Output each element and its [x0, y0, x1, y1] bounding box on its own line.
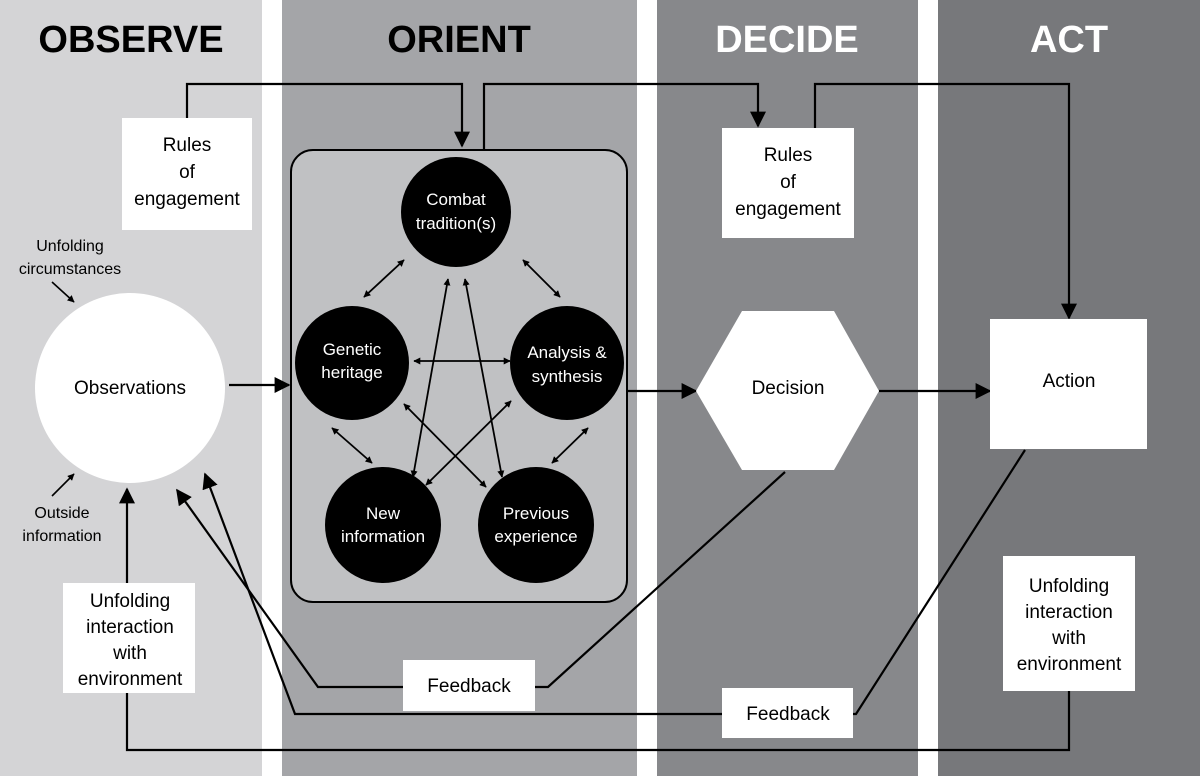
circumstances-arrow: [51, 281, 75, 303]
outside-info-arrow: [51, 473, 75, 497]
svg-text:experience: experience: [494, 527, 577, 546]
genetic-heritage-node: Genetic heritage: [295, 306, 409, 420]
observe-interaction-box: Unfolding interaction with environment: [63, 583, 195, 693]
svg-text:environment: environment: [78, 669, 183, 690]
analysis-previous-arrow: [551, 427, 589, 464]
act-header: ACT: [1030, 19, 1108, 61]
svg-text:Observations: Observations: [74, 378, 186, 399]
svg-text:Unfolding: Unfolding: [1029, 576, 1109, 597]
orient-feedback-box: Feedback: [403, 660, 535, 711]
svg-text:engagement: engagement: [134, 189, 240, 210]
svg-text:information: information: [22, 528, 101, 545]
interaction-loop-line: [125, 691, 1071, 752]
orient-to-decide-rules-arrow: [482, 82, 766, 150]
orient-header: ORIENT: [387, 19, 531, 61]
connectors: [51, 82, 1077, 752]
combat-tradition-node: Combat tradition(s): [401, 157, 511, 267]
action-node: Action: [990, 319, 1147, 449]
genetic-newinfo-arrow: [331, 427, 373, 464]
combat-analysis-arrow: [522, 259, 561, 298]
unfolding-circumstances-label: Unfolding circumstances: [19, 238, 121, 278]
rules-to-orient-arrow: [185, 82, 470, 148]
observe-header: OBSERVE: [38, 19, 223, 61]
svg-text:Genetic: Genetic: [323, 340, 382, 359]
decide-header: DECIDE: [715, 19, 859, 61]
svg-text:synthesis: synthesis: [532, 367, 603, 386]
svg-text:Rules: Rules: [163, 135, 212, 156]
svg-text:New: New: [366, 504, 401, 523]
svg-text:Feedback: Feedback: [427, 676, 511, 697]
observe-rules-box: Rules of engagement: [122, 118, 252, 230]
decision-node: Decision: [696, 311, 879, 470]
svg-text:tradition(s): tradition(s): [416, 214, 496, 233]
decision-feedback-arrow: [176, 488, 403, 689]
decision-feedback-line: [535, 471, 786, 689]
combat-genetic-arrow: [363, 259, 405, 298]
svg-text:Unfolding: Unfolding: [90, 591, 170, 612]
outside-information-label: Outside information: [22, 505, 101, 545]
svg-text:information: information: [341, 527, 425, 546]
svg-text:with: with: [1051, 628, 1086, 649]
analysis-newinfo-arrow: [425, 400, 512, 486]
svg-text:interaction: interaction: [1025, 602, 1113, 623]
svg-text:with: with: [112, 643, 147, 664]
svg-text:Outside: Outside: [34, 505, 89, 522]
svg-text:Feedback: Feedback: [746, 704, 830, 725]
act-interaction-box: Unfolding interaction with environment: [1003, 556, 1135, 691]
svg-text:interaction: interaction: [86, 617, 174, 638]
decide-rules-to-action-arrow: [813, 82, 1077, 320]
decide-rules-box: Rules of engagement: [722, 128, 854, 238]
svg-text:Rules: Rules: [764, 145, 813, 166]
observations-node: Observations: [35, 293, 225, 483]
action-feedback-arrow: [202, 472, 722, 716]
svg-text:Action: Action: [1043, 371, 1096, 392]
action-feedback-line: [853, 449, 1026, 716]
new-information-node: New information: [325, 467, 441, 583]
svg-text:engagement: engagement: [735, 199, 841, 220]
svg-text:Analysis &: Analysis &: [527, 343, 607, 362]
analysis-synthesis-node: Analysis & synthesis: [510, 306, 624, 420]
previous-experience-node: Previous experience: [478, 467, 594, 583]
svg-text:heritage: heritage: [321, 363, 382, 382]
svg-text:of: of: [780, 172, 797, 193]
svg-text:environment: environment: [1017, 654, 1122, 675]
svg-text:Previous: Previous: [503, 504, 569, 523]
svg-text:Combat: Combat: [426, 190, 486, 209]
svg-text:circumstances: circumstances: [19, 261, 121, 278]
orient-internal-arrows: [331, 259, 589, 488]
svg-text:Decision: Decision: [752, 378, 825, 399]
decide-feedback-box: Feedback: [722, 688, 853, 738]
svg-text:of: of: [179, 162, 196, 183]
svg-text:Unfolding: Unfolding: [36, 238, 104, 255]
